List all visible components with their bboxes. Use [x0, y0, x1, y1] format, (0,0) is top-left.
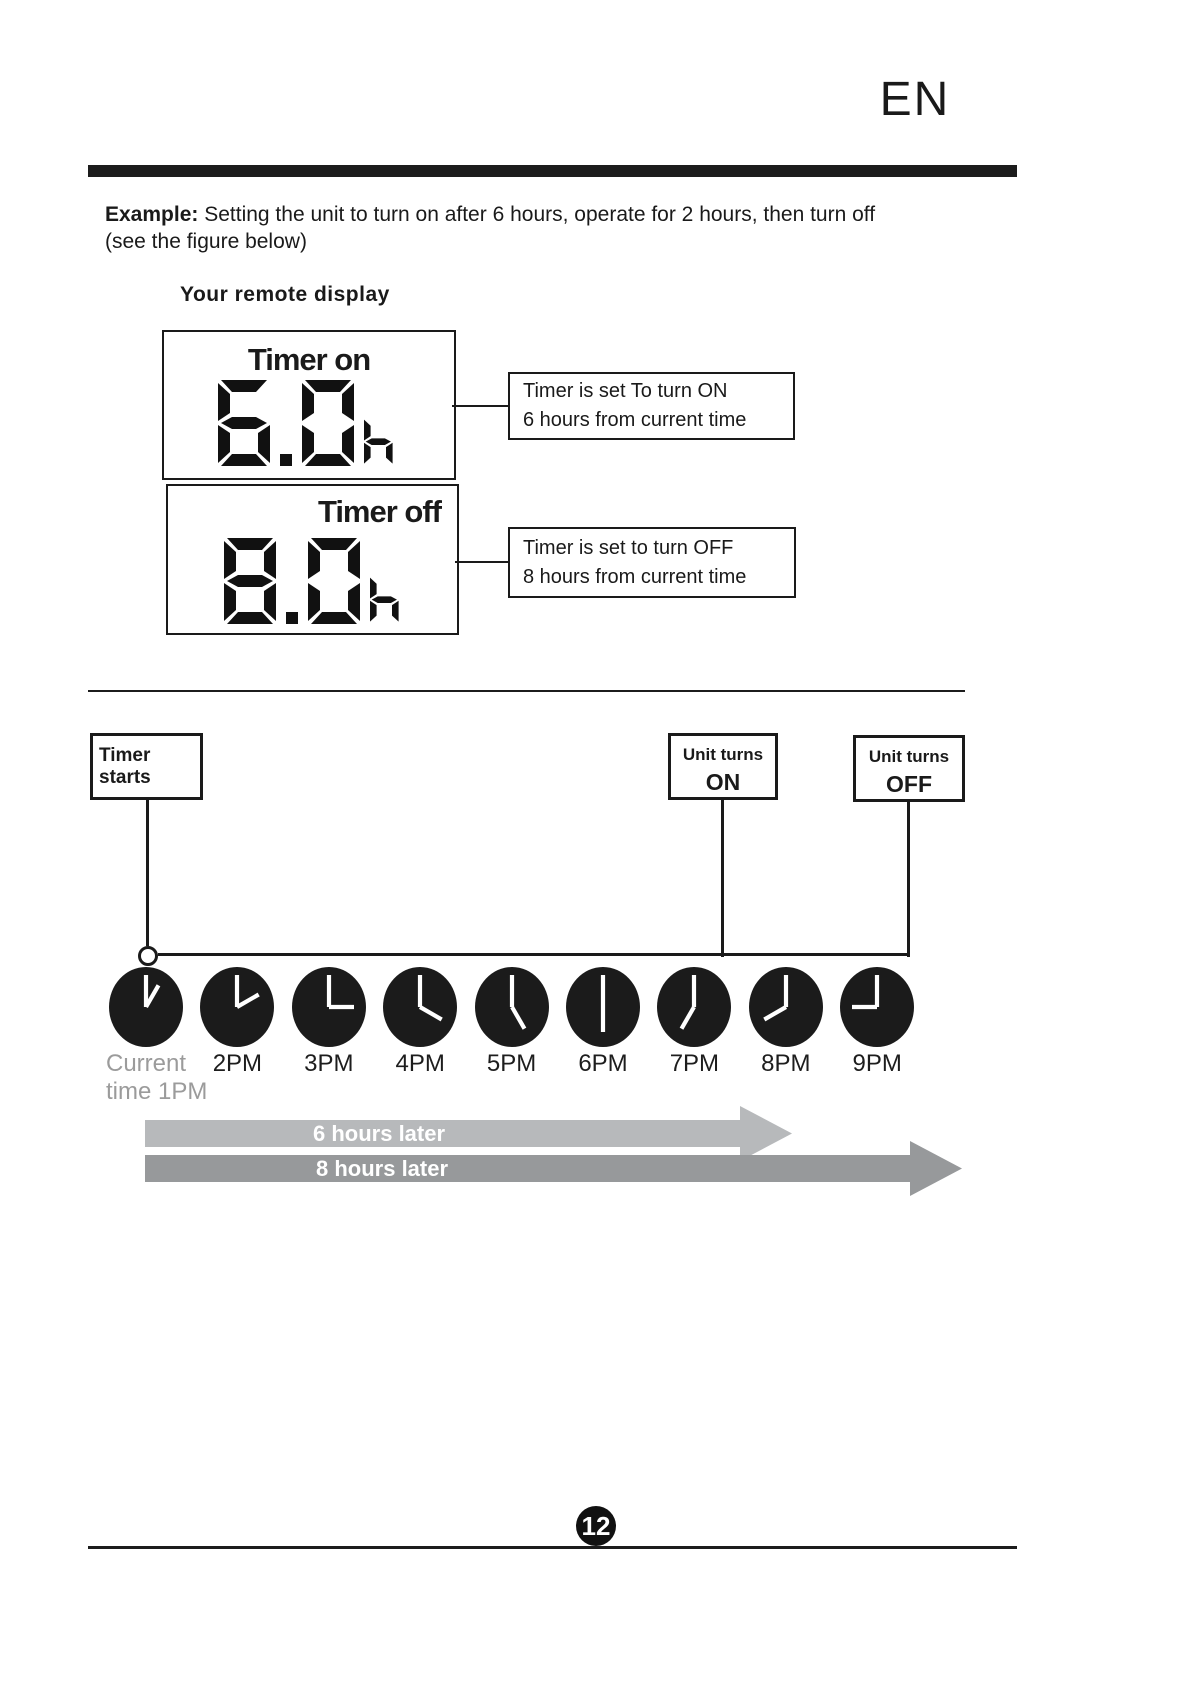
unit-turns-off-line2: OFF — [886, 771, 932, 797]
unit-on-connector — [721, 800, 724, 957]
clock-label-5pm: 5PM — [486, 1050, 537, 1077]
clock-5pm-icon — [473, 964, 551, 1050]
remote-display-timer-on: Timer on — [162, 330, 456, 480]
clock-label-4pm: 4PM — [395, 1050, 445, 1077]
clock-6pm-icon — [564, 964, 642, 1050]
timer-starts-box: Timer starts — [90, 733, 203, 800]
clock-label-7pm: 7PM — [669, 1050, 720, 1077]
clock-8pm-icon — [747, 964, 825, 1050]
timer-starts-label: Timer starts — [99, 744, 151, 788]
callout-off-line1: Timer is set to turn OFF — [523, 536, 734, 559]
seven-segment-value-off — [224, 538, 407, 633]
callout-off-line2: 8 hours from current time — [523, 565, 747, 588]
callout-connector-on — [452, 405, 508, 407]
callout-on-line1: Timer is set To turn ON — [523, 380, 728, 402]
seven-segment-value-on — [218, 380, 401, 475]
example-text-line2: (see the figure below) — [105, 230, 307, 253]
page-number: 12 — [581, 1510, 611, 1541]
remote-display-heading: Your remote display — [180, 283, 390, 306]
clock-9pm-icon — [838, 964, 916, 1050]
timer-on-label: Timer on — [247, 342, 371, 377]
clock-7pm-icon — [655, 964, 733, 1050]
page-number-badge: 12 — [576, 1506, 616, 1546]
figure-divider-rule — [88, 690, 965, 692]
example-text-line1: Setting the unit to turn on after 6 hour… — [204, 203, 876, 226]
unit-off-connector — [907, 802, 910, 957]
example-paragraph: Example: Setting the unit to turn on aft… — [105, 201, 975, 255]
clock-4pm-icon — [381, 964, 459, 1050]
timeline-axis — [158, 953, 910, 956]
unit-turns-off-box: Unit turns OFF — [853, 735, 965, 802]
callout-connector-off — [455, 561, 511, 563]
duration-arrows — [145, 1106, 962, 1196]
top-rule — [88, 165, 1017, 177]
arrow-8h-label: 8 hours later — [316, 1156, 449, 1181]
clock-label-9pm: 9PM — [852, 1050, 902, 1077]
clock-label-6pm: 6PM — [578, 1050, 628, 1077]
bottom-rule — [88, 1546, 1017, 1549]
clock-label-2pm: 2PM — [212, 1050, 263, 1077]
example-label: Example: — [105, 203, 199, 226]
clock-label-3pm: 3PM — [304, 1050, 354, 1077]
unit-turns-on-line2: ON — [705, 769, 741, 795]
unit-turns-on-line1: Unit turns — [682, 745, 764, 764]
clock-2pm-icon — [198, 964, 276, 1050]
unit-turns-on-box: Unit turns ON — [668, 733, 778, 800]
language-code: EN — [879, 73, 951, 126]
remote-display-timer-off: Timer off — [166, 484, 459, 635]
timeline-start-marker — [138, 946, 158, 966]
callout-timer-on: Timer is set To turn ON 6 hours from cur… — [508, 372, 795, 440]
clock-1pm-icon — [107, 964, 185, 1050]
callout-on-line2: 6 hours from current time — [523, 409, 747, 431]
callout-timer-off: Timer is set to turn OFF 8 hours from cu… — [508, 527, 796, 598]
arrow-6h-label: 6 hours later — [313, 1121, 446, 1146]
unit-turns-off-line1: Unit turns — [868, 747, 950, 766]
clock-label-8pm: 8PM — [761, 1050, 811, 1077]
timer-off-label: Timer off — [317, 494, 442, 529]
timer-starts-connector — [146, 800, 149, 946]
clock-3pm-icon — [290, 964, 368, 1050]
